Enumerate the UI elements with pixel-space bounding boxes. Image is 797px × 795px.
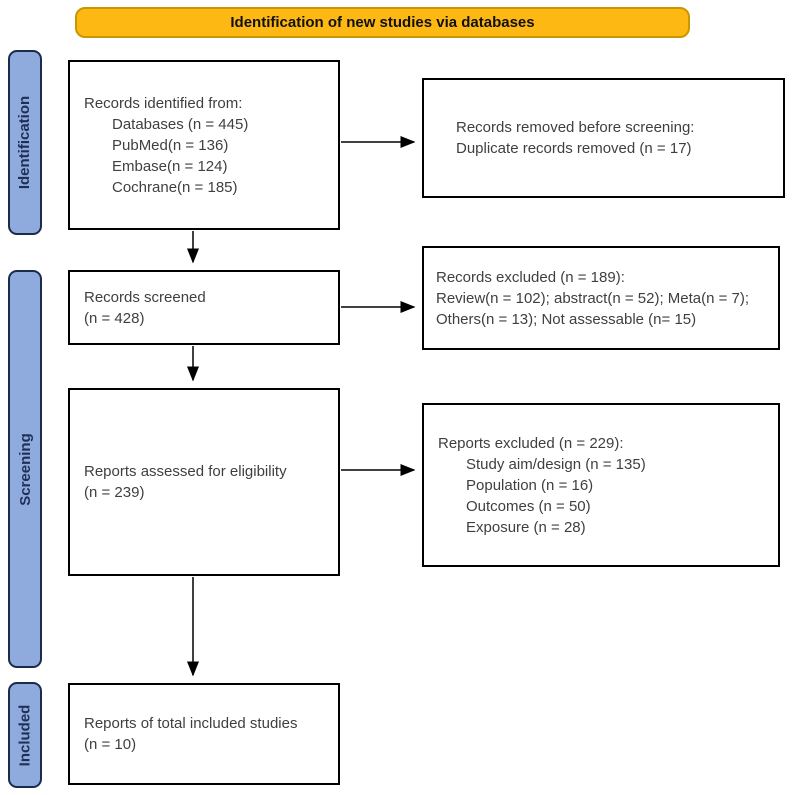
box-records-screened: Records screened (n = 428) xyxy=(68,270,340,345)
stage-included: Included xyxy=(8,682,42,788)
records-excluded-line3: Others(n = 13); Not assessable (n= 15) xyxy=(436,310,697,328)
records-identified-cochrane: Cochrane(n = 185) xyxy=(112,178,238,196)
records-screened-line2: (n = 428) xyxy=(84,309,145,327)
reports-excluded-exposure: Exposure (n = 28) xyxy=(466,518,586,536)
reports-excluded-study-aim: Study aim/design (n = 135) xyxy=(466,455,646,473)
box-records-removed: Records removed before screening: Duplic… xyxy=(422,78,785,198)
stage-screening-label: Screening xyxy=(16,432,34,506)
records-excluded-line1: Records excluded (n = 189): xyxy=(436,268,625,286)
box-reports-excluded: Reports excluded (n = 229): Study aim/de… xyxy=(422,403,780,567)
reports-assessed-line2: (n = 239) xyxy=(84,484,145,501)
stage-screening: Screening xyxy=(8,270,42,668)
stage-included-label: Included xyxy=(16,704,34,766)
reports-included-line1: Reports of total included studies xyxy=(84,715,298,732)
records-removed-line1: Records removed before screening: xyxy=(456,119,695,136)
banner: Identification of new studies via databa… xyxy=(75,7,690,38)
records-identified-title: Records identified from: xyxy=(84,94,243,112)
records-screened-line1: Records screened xyxy=(84,288,206,306)
records-identified-databases: Databases (n = 445) xyxy=(112,115,249,133)
box-records-excluded: Records excluded (n = 189): Review(n = 1… xyxy=(422,246,780,350)
records-identified-pubmed: PubMed(n = 136) xyxy=(112,136,229,154)
reports-excluded-title: Reports excluded (n = 229): xyxy=(438,434,624,452)
stage-identification: Identification xyxy=(8,50,42,235)
stage-identification-label: Identification xyxy=(16,95,34,190)
reports-excluded-outcomes: Outcomes (n = 50) xyxy=(466,497,591,515)
box-reports-included: Reports of total included studies (n = 1… xyxy=(68,683,340,785)
records-removed-line2: Duplicate records removed (n = 17) xyxy=(456,140,692,157)
records-excluded-line2: Review(n = 102); abstract(n = 52); Meta(… xyxy=(436,289,750,307)
reports-assessed-line1: Reports assessed for eligibility xyxy=(84,463,287,480)
box-reports-assessed: Reports assessed for eligibility (n = 23… xyxy=(68,388,340,576)
box-records-identified: Records identified from: Databases (n = … xyxy=(68,60,340,230)
banner-label: Identification of new studies via databa… xyxy=(230,14,535,31)
reports-included-line2: (n = 10) xyxy=(84,736,137,753)
reports-excluded-population: Population (n = 16) xyxy=(466,476,594,494)
records-identified-embase: Embase(n = 124) xyxy=(112,157,228,175)
